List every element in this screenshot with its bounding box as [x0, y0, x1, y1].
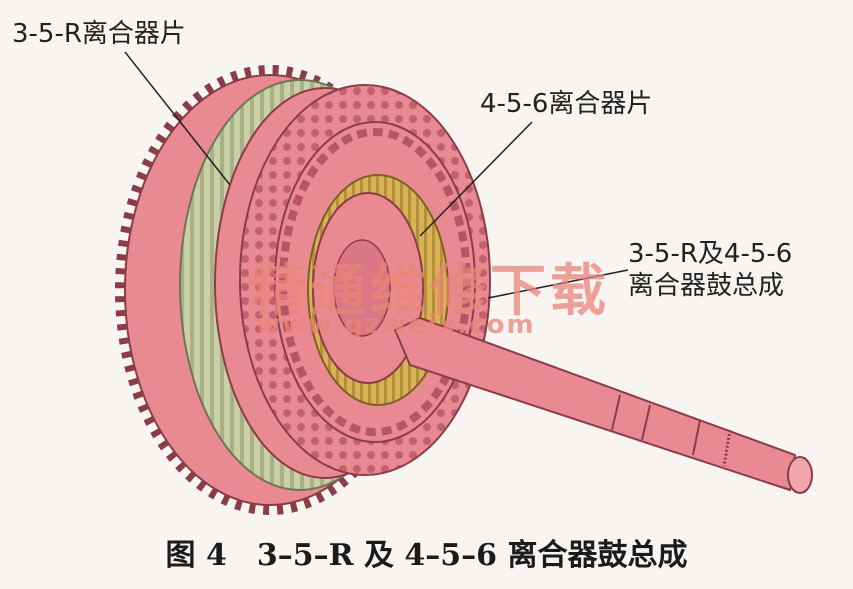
watermark-text: 精通维修下载 — [250, 259, 610, 324]
label-456-clutch-plates: 4-5-6离合器片 — [480, 89, 653, 119]
watermark-url: www.gzweix.com — [256, 310, 536, 340]
figure-caption: 图 4 3–5–R 及 4–5–6 离合器鼓总成 — [165, 538, 688, 573]
label-drum-line1: 3-5-R及4-5-6 — [628, 239, 793, 269]
label-drum-assembly: 3-5-R及4-5-6 离合器鼓总成 — [628, 238, 792, 302]
leader-lines — [124, 51, 629, 299]
output-shaft — [393, 316, 813, 494]
label-drum-line2: 离合器鼓总成 — [628, 271, 785, 301]
label-35r-clutch-plates: 3-5-R离合器片 — [12, 19, 186, 49]
